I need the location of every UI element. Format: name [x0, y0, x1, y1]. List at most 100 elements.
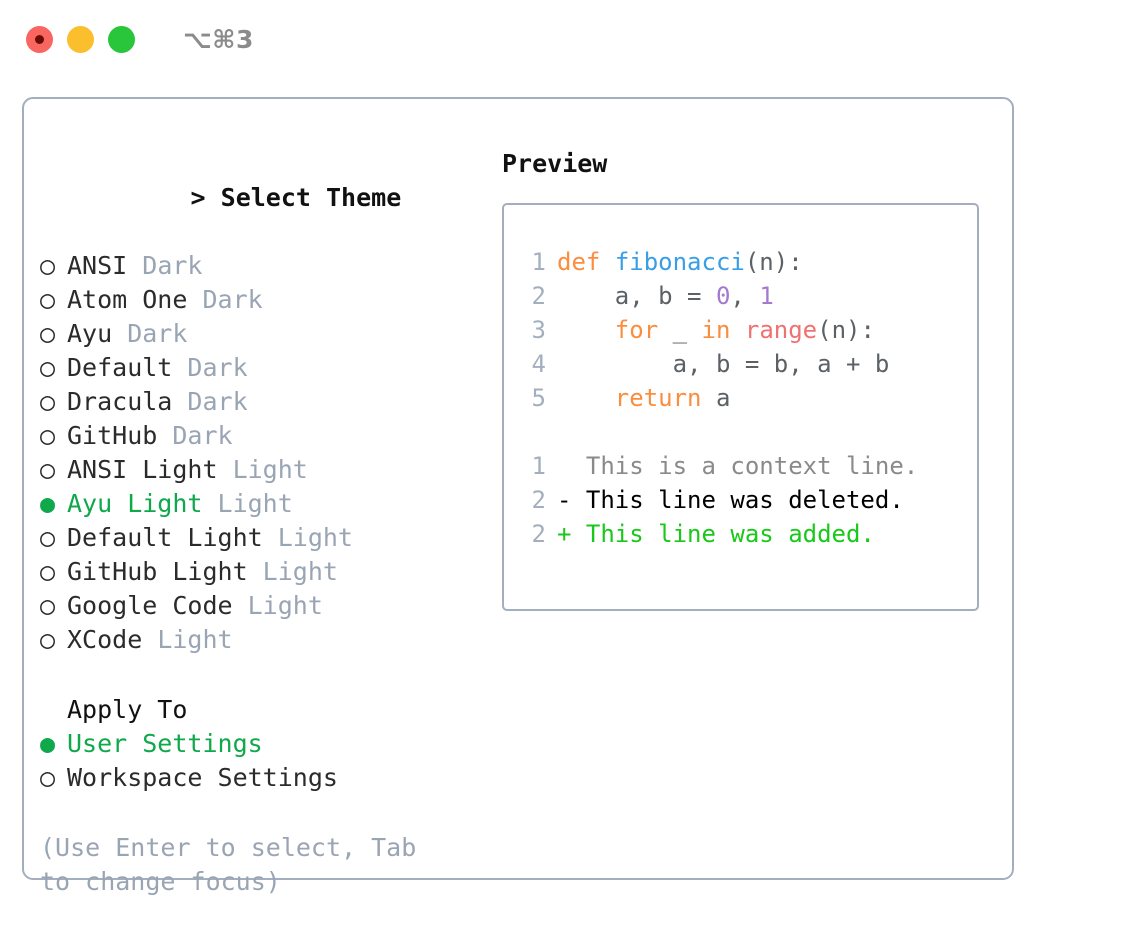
maximize-button[interactable] — [108, 25, 135, 53]
theme-option-atom-one[interactable]: ○Atom One Dark — [40, 283, 470, 317]
traffic-lights — [26, 25, 135, 53]
line-number: 2 — [531, 520, 546, 548]
radio-unselected-icon: ○ — [40, 387, 56, 416]
code-line: 2 a, b = 0, 1 — [520, 279, 977, 313]
option-variant-label: Light — [232, 591, 323, 620]
caret-indicator: > — [190, 183, 206, 212]
diff-line-delete: 2- This line was deleted. — [520, 483, 977, 517]
theme-option-ansi[interactable]: ○ ANSI Dark — [40, 249, 470, 283]
theme-option-github-light[interactable]: ○GitHub Light Light — [40, 555, 470, 589]
code-token-kw: def — [557, 248, 601, 276]
theme-option-ayu[interactable]: ○Ayu Dark — [40, 317, 470, 351]
option-label: Workspace Settings — [67, 763, 338, 792]
code-token-plain: , — [730, 282, 760, 310]
apply-to-list: ● User Settings ○ Workspace Settings — [40, 727, 470, 795]
diff-text: + This line was added. — [557, 520, 875, 548]
code-token-fn: fibonacci — [614, 248, 745, 276]
option-label: Ayu — [67, 319, 113, 348]
option-variant-label: Light — [202, 489, 293, 518]
code-token-plain — [600, 248, 614, 276]
theme-selection-column: > Select Theme ○ANSI Dark○Atom One Dark○… — [40, 147, 470, 899]
code-token-plain: a — [701, 384, 731, 412]
radio-unselected-icon: ○ — [40, 591, 56, 620]
option-variant-label: Light — [217, 455, 308, 484]
code-token-plain — [557, 384, 615, 412]
radio-unselected-icon: ○ — [40, 353, 56, 382]
diff-line-add: 2 + This line was added. — [520, 517, 977, 551]
code-token-punct: (n): — [744, 248, 803, 276]
code-token-num: 0 — [715, 282, 731, 310]
preview-spacer — [520, 415, 977, 449]
preview-title: Preview — [502, 149, 608, 178]
code-token-kw: return — [614, 384, 702, 412]
line-number: 5 — [531, 384, 546, 412]
apply-option-workspace-settings[interactable]: ○ Workspace Settings — [40, 761, 470, 795]
section-spacer — [40, 657, 470, 693]
keyboard-shortcut-label: ⌥⌘3 — [183, 24, 254, 54]
keyboard-hint-text: (Use Enter to select, Tab to change focu… — [40, 833, 417, 896]
code-line: 4 a, b = b, a + b — [520, 347, 977, 381]
code-token-kw: for — [614, 316, 659, 344]
apply-to-header: Apply To — [67, 695, 188, 724]
line-number: 1 — [531, 248, 546, 276]
diff-text: - This line was deleted. — [557, 486, 904, 514]
option-variant-label: Dark — [172, 353, 248, 382]
radio-unselected-icon: ○ — [40, 763, 56, 792]
minimize-button[interactable] — [67, 25, 94, 53]
option-label: ANSI Light — [67, 455, 218, 484]
option-variant-label: Dark — [127, 251, 203, 280]
option-label: Atom One — [67, 285, 188, 314]
code-token-plain — [730, 316, 744, 344]
apply-option-user-settings[interactable]: ● User Settings — [40, 727, 470, 761]
option-label: ANSI — [67, 251, 128, 280]
code-token-punct: (n): — [817, 316, 875, 344]
code-token-plain: _ — [658, 316, 702, 344]
radio-unselected-icon: ○ — [40, 251, 56, 280]
theme-list: ○ANSI Dark○Atom One Dark○Ayu Dark○Defaul… — [40, 249, 470, 657]
code-token-builtin: range — [744, 316, 818, 344]
theme-option-google-code[interactable]: ○Google Code Light — [40, 589, 470, 623]
line-number: 3 — [531, 316, 546, 344]
code-token-plain — [557, 316, 615, 344]
code-line: 1 def fibonacci(n): — [520, 245, 977, 279]
theme-picker-panel: > Select Theme ○ANSI Dark○Atom One Dark○… — [22, 97, 1014, 896]
radio-unselected-icon: ○ — [40, 421, 56, 450]
radio-unselected-icon: ○ — [40, 455, 56, 484]
option-variant-label: Dark — [157, 421, 233, 450]
option-variant-label: Light — [247, 557, 338, 586]
theme-option-xcode[interactable]: ○ XCode Light — [40, 623, 470, 657]
diff-sample: 1 This is a context line.2- This line wa… — [520, 449, 977, 551]
option-label: Dracula — [67, 387, 173, 416]
option-variant-label: Dark — [112, 319, 188, 348]
code-token-plain: a, b = — [557, 282, 716, 310]
option-label: User Settings — [67, 729, 263, 758]
radio-selected-icon: ● — [40, 729, 56, 758]
option-label: Ayu Light — [67, 489, 203, 518]
option-variant-label: Dark — [172, 387, 248, 416]
radio-unselected-icon: ○ — [40, 523, 56, 552]
title-bar: ⌥⌘3 — [0, 0, 1140, 78]
code-line: 5 return a — [520, 381, 977, 415]
code-token-plain: a, b = b, a + b — [557, 350, 890, 378]
theme-option-ansi-light[interactable]: ○ ANSI Light Light — [40, 453, 470, 487]
line-number: 4 — [531, 350, 546, 378]
option-label: Default Light — [67, 523, 263, 552]
line-number: 1 — [531, 452, 546, 480]
code-token-kw: in — [701, 316, 731, 344]
radio-unselected-icon: ○ — [40, 557, 56, 586]
theme-option-default[interactable]: ○Default Dark — [40, 351, 470, 385]
option-label: GitHub — [67, 421, 158, 450]
theme-option-ayu-light[interactable]: ●Ayu Light Light — [40, 487, 470, 521]
radio-unselected-icon: ○ — [40, 625, 56, 654]
option-variant-label: Light — [142, 625, 233, 654]
theme-option-dracula[interactable]: ○ Dracula Dark — [40, 385, 470, 419]
theme-option-default-light[interactable]: ○Default Light Light — [40, 521, 470, 555]
theme-option-github[interactable]: ○ GitHub Dark — [40, 419, 470, 453]
select-theme-title: Select Theme — [220, 183, 402, 212]
code-token-num: 1 — [759, 282, 774, 310]
close-button[interactable] — [26, 25, 53, 53]
option-label: XCode — [67, 625, 143, 654]
